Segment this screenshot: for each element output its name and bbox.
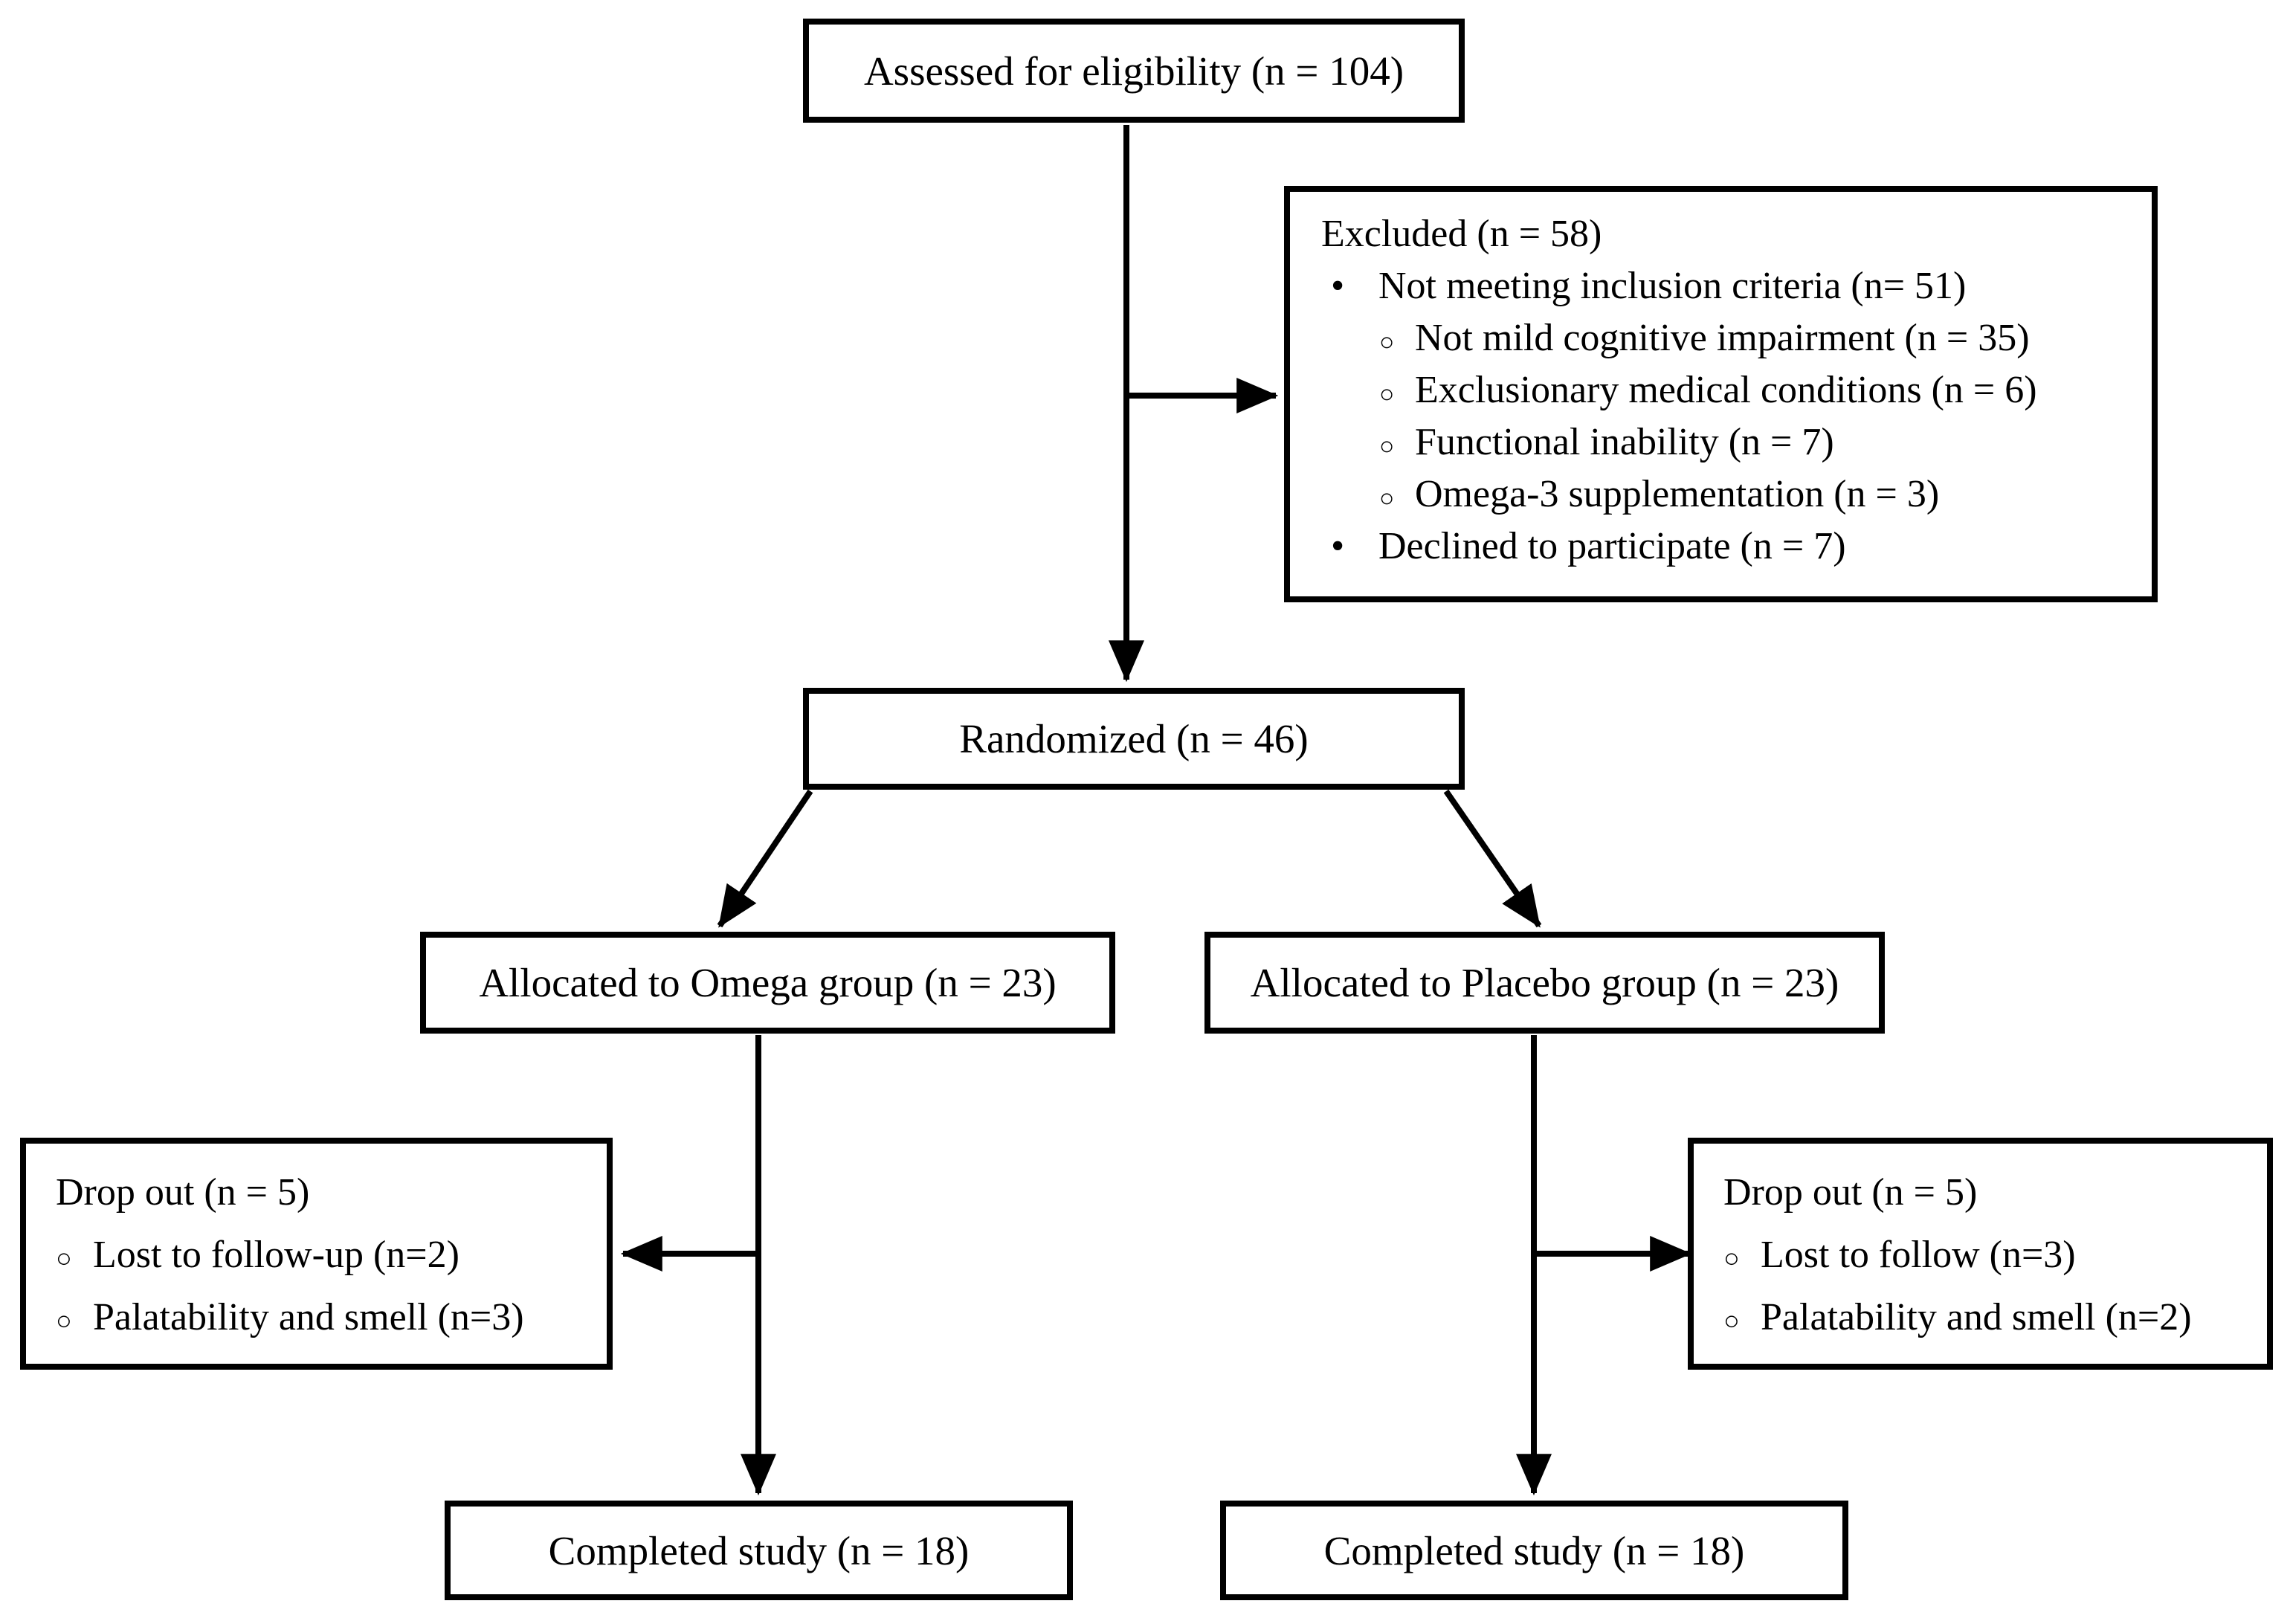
- dropout-item: ○ Palatability and smell (n=3): [26, 1286, 607, 1349]
- dropout-placebo-box: Drop out (n = 5) ○ Lost to follow (n=3) ○…: [1688, 1138, 2273, 1370]
- excluded-subitem: ○ Not mild cognitive impairment (n = 35): [1290, 312, 2152, 364]
- excluded-item-text: Not meeting inclusion criteria (n= 51): [1378, 265, 1967, 307]
- completed-omega-box: Completed study (n = 18): [445, 1501, 1073, 1600]
- circle-bullet-icon: ○: [56, 1243, 72, 1273]
- circle-bullet-icon: ○: [1379, 433, 1395, 460]
- completed-placebo-box: Completed study (n = 18): [1220, 1501, 1848, 1600]
- dropout-placebo-title: Drop out (n = 5): [1723, 1171, 1978, 1214]
- dropout-omega-title: Drop out (n = 5): [56, 1171, 310, 1214]
- circle-bullet-icon: ○: [1723, 1306, 1740, 1335]
- dropout-item-text: Lost to follow-up (n=2): [93, 1234, 459, 1276]
- circle-bullet-icon: ○: [1379, 381, 1395, 408]
- excluded-item-text: Declined to participate (n = 7): [1378, 525, 1846, 567]
- allocated-placebo-label: Allocated to Placebo group (n = 23): [1250, 960, 1839, 1005]
- excluded-item: • Not meeting inclusion criteria (n= 51): [1290, 260, 2152, 312]
- allocated-placebo-box: Allocated to Placebo group (n = 23): [1204, 932, 1885, 1034]
- excluded-subitem: ○ Functional inability (n = 7): [1290, 416, 2152, 468]
- allocated-omega-label: Allocated to Omega group (n = 23): [479, 960, 1057, 1005]
- circle-bullet-icon: ○: [1723, 1243, 1740, 1273]
- dropout-item-text: Palatability and smell (n=2): [1761, 1296, 2192, 1338]
- circle-bullet-icon: ○: [1379, 329, 1395, 356]
- dropout-item-text: Palatability and smell (n=3): [93, 1296, 524, 1338]
- dropout-item-text: Lost to follow (n=3): [1761, 1234, 2076, 1276]
- assessed-box: Assessed for eligibility (n = 104): [803, 19, 1465, 123]
- assessed-label: Assessed for eligibility (n = 104): [863, 48, 1404, 94]
- randomized-label: Randomized (n = 46): [959, 716, 1309, 761]
- excluded-item-text: Not mild cognitive impairment (n = 35): [1415, 317, 2030, 359]
- dropout-item: ○ Lost to follow-up (n=2): [26, 1224, 607, 1286]
- excluded-title: Excluded (n = 58): [1321, 213, 1602, 255]
- circle-bullet-icon: ○: [1379, 485, 1395, 512]
- dropout-item: ○ Palatability and smell (n=2): [1694, 1286, 2267, 1349]
- arrow-randomized-to-placebo: [1443, 789, 1542, 928]
- excluded-box: Excluded (n = 58) • Not meeting inclusion…: [1284, 186, 2158, 602]
- allocated-omega-box: Allocated to Omega group (n = 23): [420, 932, 1115, 1034]
- arrow-randomized-to-omega: [717, 789, 813, 928]
- completed-placebo-label: Completed study (n = 18): [1323, 1527, 1745, 1573]
- bullet-icon: •: [1331, 525, 1345, 567]
- excluded-item-text: Omega-3 supplementation (n = 3): [1415, 473, 1940, 515]
- circle-bullet-icon: ○: [56, 1306, 72, 1335]
- completed-omega-label: Completed study (n = 18): [548, 1527, 970, 1573]
- randomized-box: Randomized (n = 46): [803, 688, 1465, 790]
- excluded-subitem: ○ Omega-3 supplementation (n = 3): [1290, 468, 2152, 521]
- excluded-item-text: Functional inability (n = 7): [1415, 421, 1834, 463]
- bullet-icon: •: [1331, 265, 1345, 307]
- excluded-item: • Declined to participate (n = 7): [1290, 521, 2152, 573]
- excluded-item-text: Exclusionary medical conditions (n = 6): [1415, 369, 2037, 411]
- dropout-omega-box: Drop out (n = 5) ○ Lost to follow-up (n=2…: [20, 1138, 613, 1370]
- excluded-subitem: ○ Exclusionary medical conditions (n = 6): [1290, 364, 2152, 416]
- dropout-item: ○ Lost to follow (n=3): [1694, 1224, 2267, 1286]
